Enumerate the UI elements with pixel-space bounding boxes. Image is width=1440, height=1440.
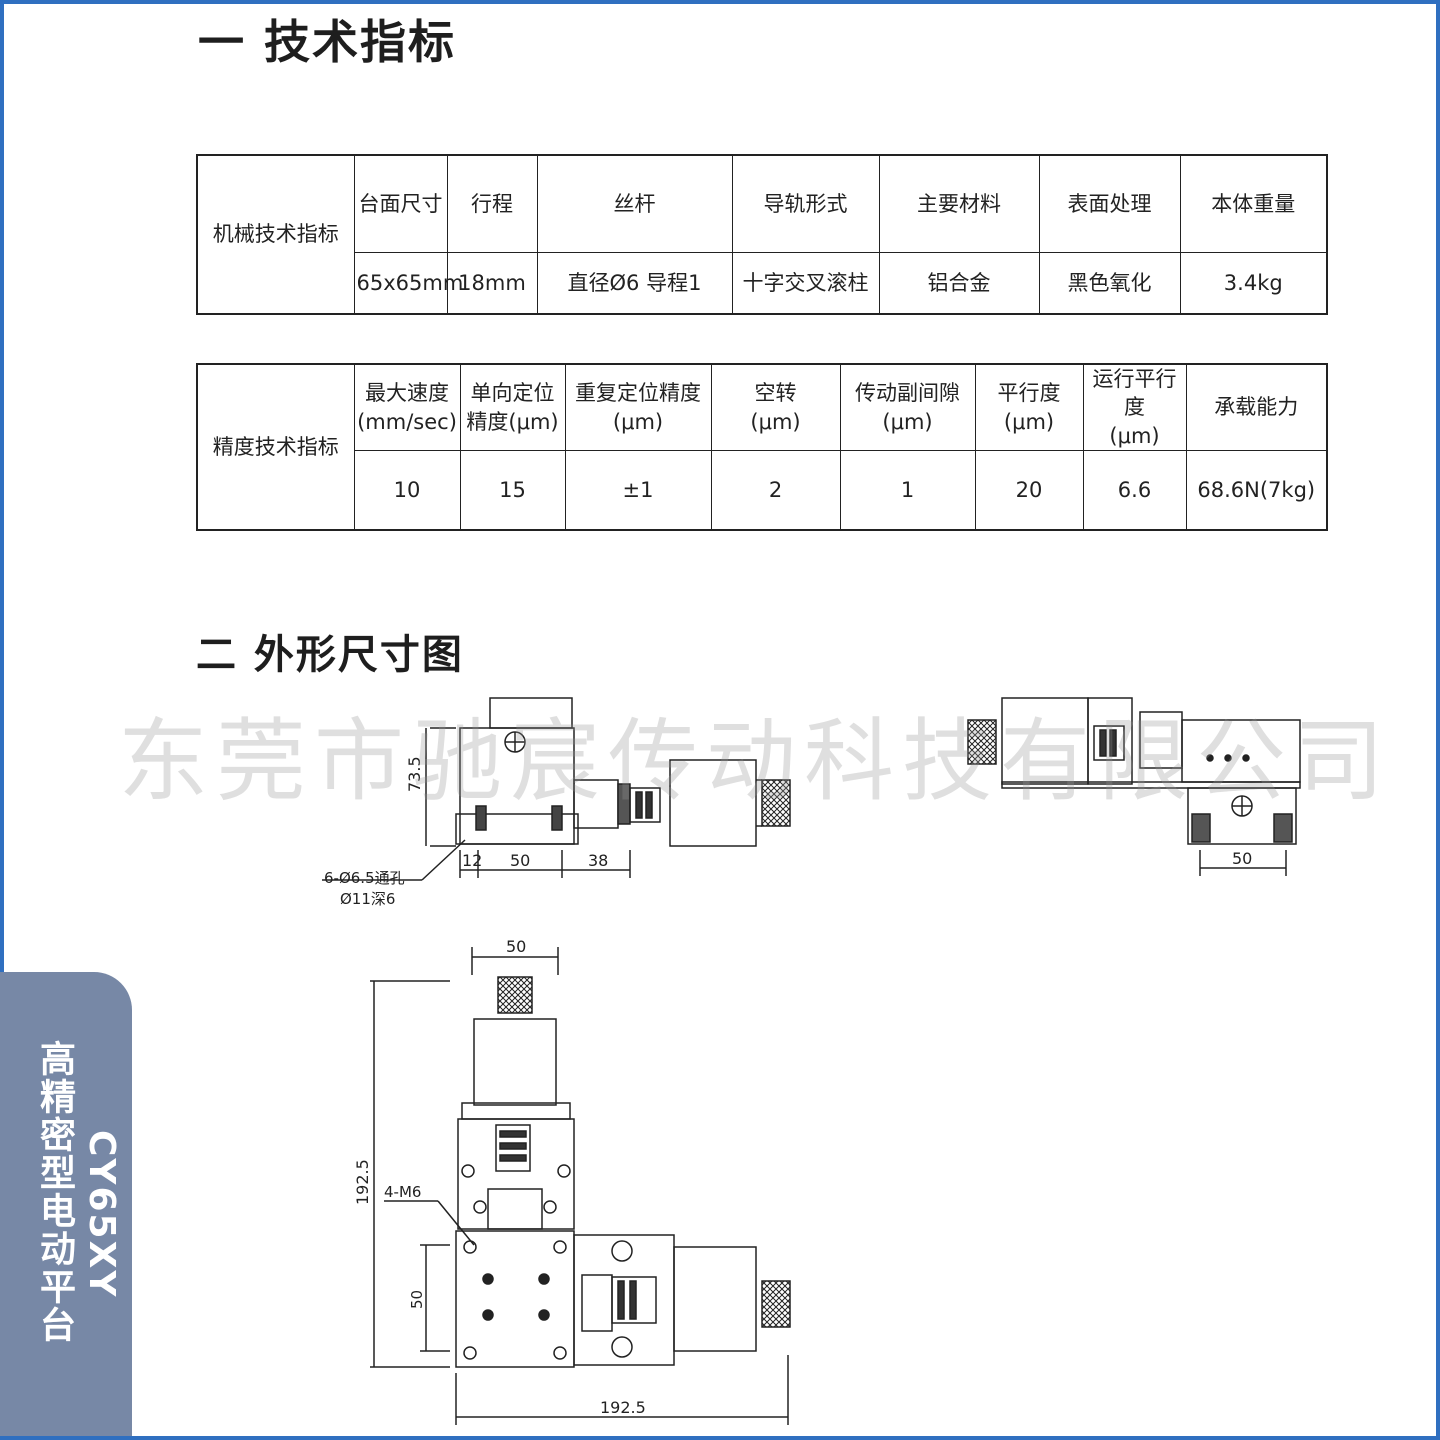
table-header-cell: 导轨形式: [731, 154, 880, 253]
table-value-cell: 65x65mm: [353, 252, 463, 315]
table-value-cell: 15: [459, 450, 566, 531]
top-view-drawing: 50 192.5 4-M6 50 192.5: [353, 937, 791, 1425]
side-stage-body: [1187, 787, 1297, 845]
side-knob: [967, 719, 997, 765]
dim-top-width: 50: [506, 937, 526, 956]
table-header-cell: 重复定位精度 (μm): [564, 363, 712, 452]
top-motor-vertical: [473, 1018, 557, 1106]
table-value-cell: 1: [839, 450, 976, 531]
mechanical-spec-table: 机械技术指标 台面尺寸 行程 丝杆 导轨形式 主要材料 表面处理 本体重量 65…: [196, 154, 1328, 315]
section-title-dimensions: 二 外形尺寸图: [196, 632, 464, 678]
table-value-cell: 68.6N(7kg): [1185, 450, 1328, 531]
top-knob-vertical: [497, 976, 533, 1014]
precision-row-header: 精度技术指标: [196, 363, 355, 531]
table-header-cell: 空转 (μm): [710, 363, 841, 452]
dim-front-hole-note: 6-Ø6.5通孔: [324, 869, 405, 887]
table-header-cell: 单向定位 精度(μm): [459, 363, 566, 452]
table-value-cell: 18mm: [446, 252, 538, 315]
table-header-cell: 传动副间隙 (μm): [839, 363, 976, 452]
table-header-cell: 最大速度 (mm/sec): [353, 363, 461, 452]
section-title-specs: 一 技术指标: [198, 15, 457, 69]
table-header-cell: 丝杆: [536, 154, 733, 253]
table-value-cell: 10: [353, 450, 461, 531]
product-name-vertical: 高精密型电动平台: [34, 1040, 75, 1344]
dim-front-height: 73.5: [405, 756, 424, 792]
table-value-cell: 2: [710, 450, 841, 531]
dim-front-counterbore-note: Ø11深6: [340, 890, 395, 908]
table-header-cell: 本体重量: [1179, 154, 1328, 253]
table-value-cell: 6.6: [1082, 450, 1187, 531]
table-value-cell: 十字交叉滚柱: [731, 252, 880, 315]
dim-top-inner-height: 50: [408, 1290, 426, 1309]
table-value-cell: ±1: [564, 450, 712, 531]
table-header-cell: 表面处理: [1038, 154, 1181, 253]
table-header-cell: 平行度 (μm): [974, 363, 1084, 452]
front-motor-body: [669, 759, 757, 847]
dim-front-38: 38: [588, 851, 608, 870]
dim-side-width: 50: [1232, 849, 1252, 868]
table-value-cell: 3.4kg: [1179, 252, 1328, 315]
side-view-drawing: 50: [967, 697, 1301, 876]
dim-top-thread: 4-M6: [384, 1183, 421, 1201]
table-value-cell: 20: [974, 450, 1084, 531]
table-header-cell: 运行平行度 (μm): [1082, 363, 1187, 452]
table-header-cell: 承载能力: [1185, 363, 1328, 452]
side-motor-body: [1001, 697, 1089, 785]
mechanical-row-header: 机械技术指标: [196, 154, 355, 315]
product-side-tab: [0, 972, 132, 1436]
table-value-cell: 铝合金: [878, 252, 1040, 315]
product-model-vertical: CY65XY: [81, 1130, 122, 1299]
front-knob: [761, 779, 791, 827]
table-header-cell: 主要材料: [878, 154, 1040, 253]
dim-front-12: 12: [462, 851, 482, 870]
table-value-cell: 黑色氧化: [1038, 252, 1181, 315]
front-view-drawing: 73.5 12 50 38 6-Ø6.5通孔 Ø11深6: [322, 697, 791, 908]
table-value-cell: 直径Ø6 导程1: [536, 252, 733, 315]
precision-spec-table: 精度技术指标 最大速度 (mm/sec) 单向定位 精度(μm) 重复定位精度 …: [196, 363, 1328, 532]
top-knob-horizontal: [761, 1280, 791, 1328]
dim-top-total-width: 192.5: [600, 1398, 646, 1417]
dim-front-50: 50: [510, 851, 530, 870]
top-motor-horizontal: [673, 1246, 757, 1352]
table-header-cell: 行程: [446, 154, 538, 253]
front-stage-top: [489, 697, 573, 729]
table-header-cell: 台面尺寸: [353, 154, 448, 253]
dim-top-total-height: 192.5: [353, 1159, 372, 1205]
